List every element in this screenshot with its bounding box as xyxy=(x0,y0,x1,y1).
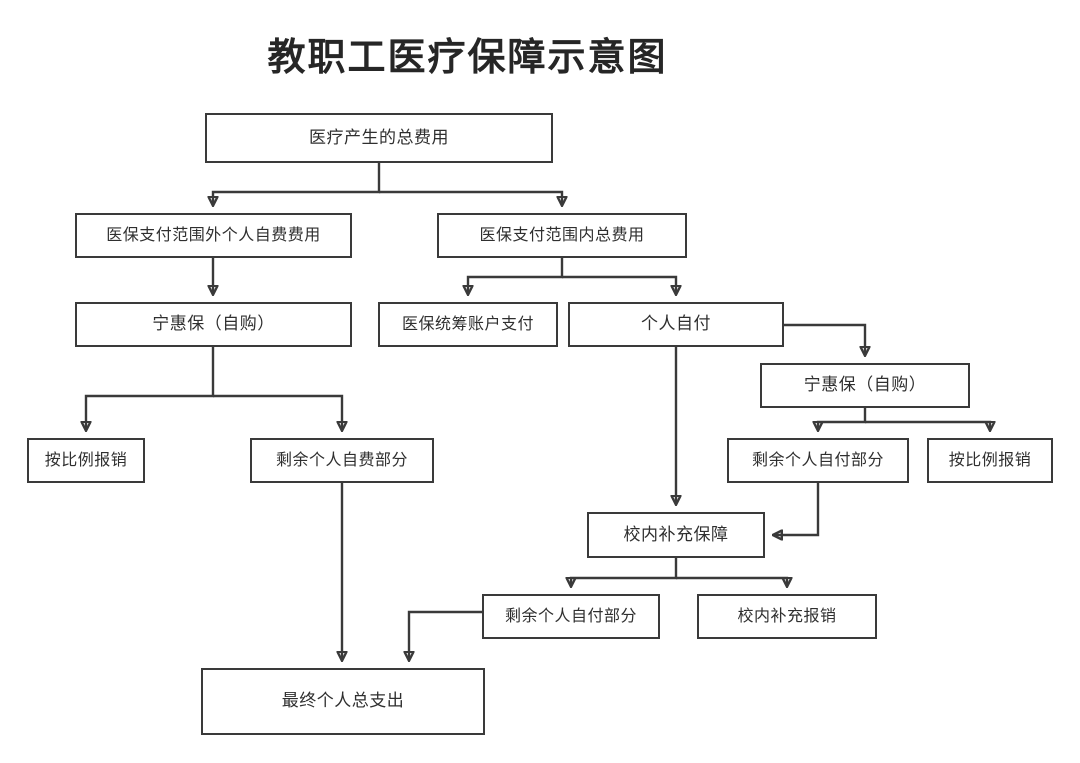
node-total-cost[interactable]: 医疗产生的总费用 xyxy=(205,113,553,163)
node-self-pay[interactable]: 个人自付 xyxy=(568,302,784,347)
node-remaining-self-pay-upper[interactable]: 剩余个人自付部分 xyxy=(727,438,909,483)
edge-campus-supplement-split xyxy=(571,558,787,586)
edge-total-cost-split xyxy=(213,163,562,205)
edge-remaining-self-pay-2-to-final-total xyxy=(409,610,482,660)
edge-remaining-self-pay-to-campus-supplement xyxy=(773,483,820,535)
node-campus-supplement-reimburse[interactable]: 校内补充报销 xyxy=(697,594,877,639)
node-out-of-scope-self-fee[interactable]: 医保支付范围外个人自费费用 xyxy=(75,213,352,258)
node-final-personal-total-expense[interactable]: 最终个人总支出 xyxy=(201,668,485,735)
node-in-scope-total-cost[interactable]: 医保支付范围内总费用 xyxy=(437,213,687,258)
page-title: 教职工医疗保障示意图 xyxy=(267,37,668,79)
edge-self-pay-to-ninghuibao-right xyxy=(784,323,865,355)
node-pooling-account-payment[interactable]: 医保统筹账户支付 xyxy=(378,302,558,347)
node-ninghuibao-left[interactable]: 宁惠保（自购） xyxy=(75,302,352,347)
edge-ninghuibao-left-split xyxy=(86,347,342,430)
node-remaining-self-pay-lower[interactable]: 剩余个人自付部分 xyxy=(482,594,660,639)
edge-ninghuibao-right-split xyxy=(818,408,990,430)
node-ratio-reimburse-right[interactable]: 按比例报销 xyxy=(927,438,1053,483)
node-campus-supplement-coverage[interactable]: 校内补充保障 xyxy=(587,512,765,558)
node-ratio-reimburse-left[interactable]: 按比例报销 xyxy=(27,438,145,483)
node-ninghuibao-right[interactable]: 宁惠保（自购） xyxy=(760,363,970,408)
edge-in-scope-split xyxy=(468,258,676,294)
node-remaining-self-fee[interactable]: 剩余个人自费部分 xyxy=(250,438,434,483)
